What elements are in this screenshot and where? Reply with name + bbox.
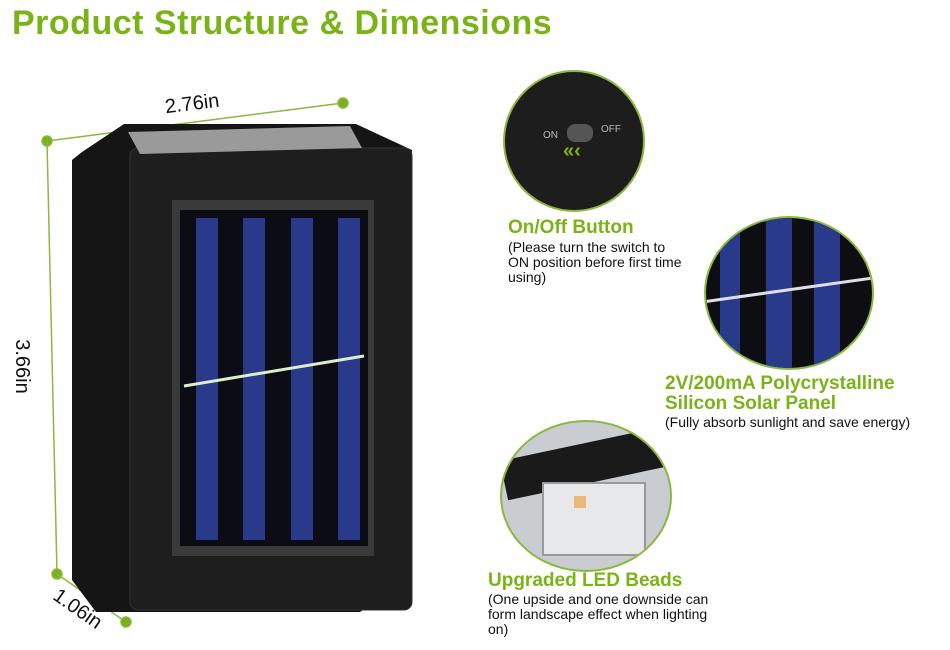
product-illustration: [41, 97, 413, 628]
switch-on-label: ON: [543, 130, 558, 141]
switch-closeup: ON OFF «‹: [503, 70, 645, 212]
feature-description: (Please turn the switch to ON position b…: [508, 239, 682, 285]
feature-heading: 2V/200mA Polycrystalline Silicon Solar P…: [665, 373, 895, 414]
led-closeup: [500, 420, 672, 572]
arrow-left-icon: «‹: [563, 140, 581, 162]
solar-panel-closeup: [704, 216, 874, 370]
page-title: Product Structure & Dimensions: [12, 4, 553, 42]
feature-heading: On/Off Button: [508, 217, 634, 238]
switch-off-label: OFF: [601, 124, 621, 135]
feature-description: (Fully absorb sunlight and save energy): [665, 414, 911, 430]
feature-heading: Upgraded LED Beads: [488, 570, 683, 591]
feature-description: (One upside and one downside can form la…: [488, 591, 709, 637]
switch-toggle: [567, 124, 593, 142]
height-label: 3.66in: [10, 339, 33, 394]
solar-light-body: [72, 124, 413, 612]
dimension-lines: [41, 97, 349, 628]
